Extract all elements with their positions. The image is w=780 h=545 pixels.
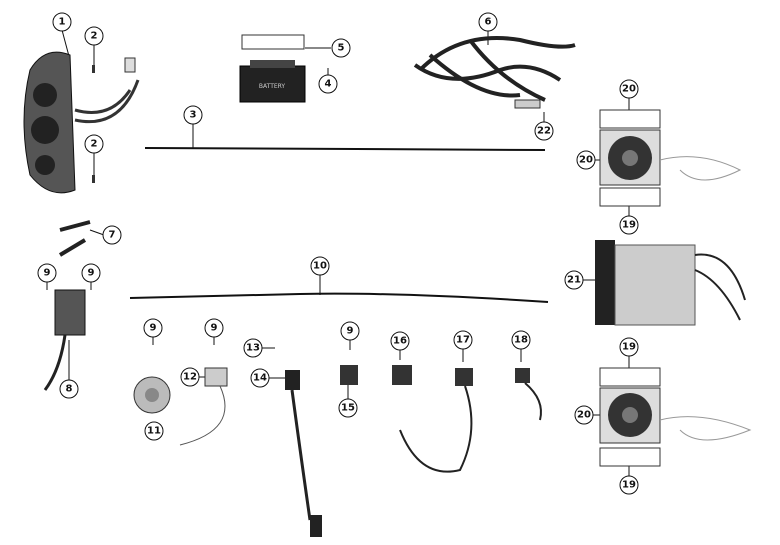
callout-2: 2: [84, 26, 104, 46]
callout-17: 17: [453, 330, 473, 350]
callout-14: 14: [250, 368, 270, 388]
callout-20: 20: [576, 150, 596, 170]
callout-12: 12: [180, 367, 200, 387]
callout-2: 2: [84, 134, 104, 154]
callout-10: 10: [310, 256, 330, 276]
callout-22: 22: [534, 121, 554, 141]
callout-16: 16: [390, 331, 410, 351]
speaker-bottom: [599, 387, 752, 444]
callout-9: 9: [143, 318, 163, 338]
callout-15: 15: [338, 398, 358, 418]
callout-18: 18: [511, 330, 531, 350]
callout-8: 8: [59, 379, 79, 399]
callout-5: 5: [331, 38, 351, 58]
callout-19: 19: [619, 337, 639, 357]
callout-21: 21: [564, 270, 584, 290]
speaker-top: [599, 129, 742, 186]
callout-9: 9: [81, 263, 101, 283]
callout-20: 20: [619, 79, 639, 99]
callout-6: 6: [478, 12, 498, 32]
callout-7: 7: [102, 225, 122, 245]
callout-9: 9: [204, 318, 224, 338]
callout-4: 4: [318, 74, 338, 94]
callout-11: 11: [144, 421, 164, 441]
callout-9: 9: [340, 321, 360, 341]
callout-1: 1: [52, 12, 72, 32]
callout-20: 20: [574, 405, 594, 425]
callout-19: 19: [619, 475, 639, 495]
callout-13: 13: [243, 338, 263, 358]
callout-9: 9: [37, 263, 57, 283]
battery-label: BATTERY: [259, 83, 286, 90]
callout-19: 19: [619, 215, 639, 235]
instrument-cluster: [23, 51, 140, 194]
callout-3: 3: [183, 105, 203, 125]
